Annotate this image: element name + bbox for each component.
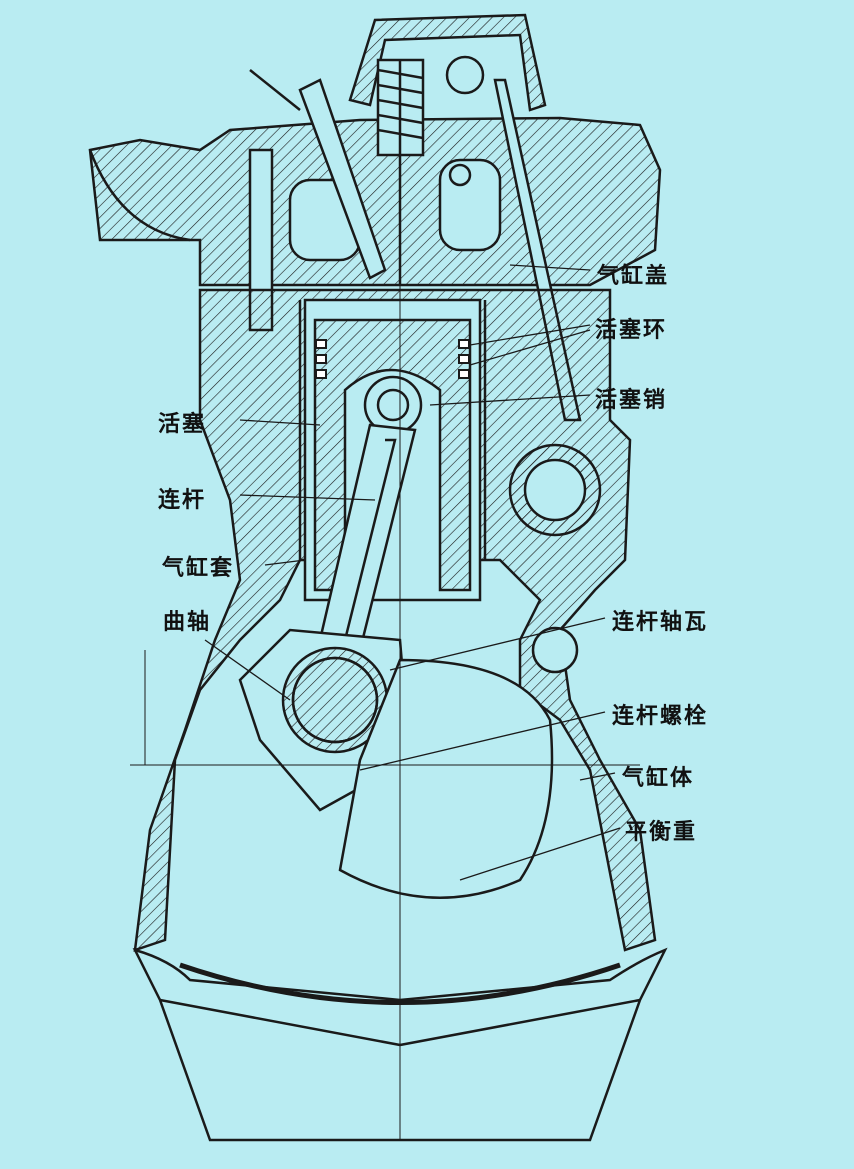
label-cylinder-head: 气缸盖: [597, 264, 670, 289]
label-connecting-rod: 连杆: [158, 488, 207, 513]
rocker-shaft: [445, 55, 485, 95]
label-piston: 活塞: [158, 412, 207, 437]
rocker-cover: [348, 13, 547, 112]
label-crankshaft: 曲轴: [163, 610, 212, 635]
label-piston-pin: 活塞销: [595, 388, 668, 413]
label-piston-ring: 活塞环: [595, 318, 668, 343]
leader-lines: [204, 264, 621, 881]
label-rod-bolt: 连杆螺栓: [612, 704, 709, 729]
valve-spring: [376, 58, 425, 285]
counterweight: [338, 658, 554, 900]
piston: [313, 318, 472, 592]
oil-pan: [132, 947, 668, 1142]
injector: [298, 78, 387, 280]
label-cylinder-block: 气缸体: [622, 766, 695, 791]
label-counterweight: 平衡重: [625, 820, 698, 845]
piston-rings: [315, 339, 470, 379]
label-cylinder-liner: 气缸套: [162, 556, 235, 581]
label-rod-bearing: 连杆轴瓦: [612, 610, 709, 635]
